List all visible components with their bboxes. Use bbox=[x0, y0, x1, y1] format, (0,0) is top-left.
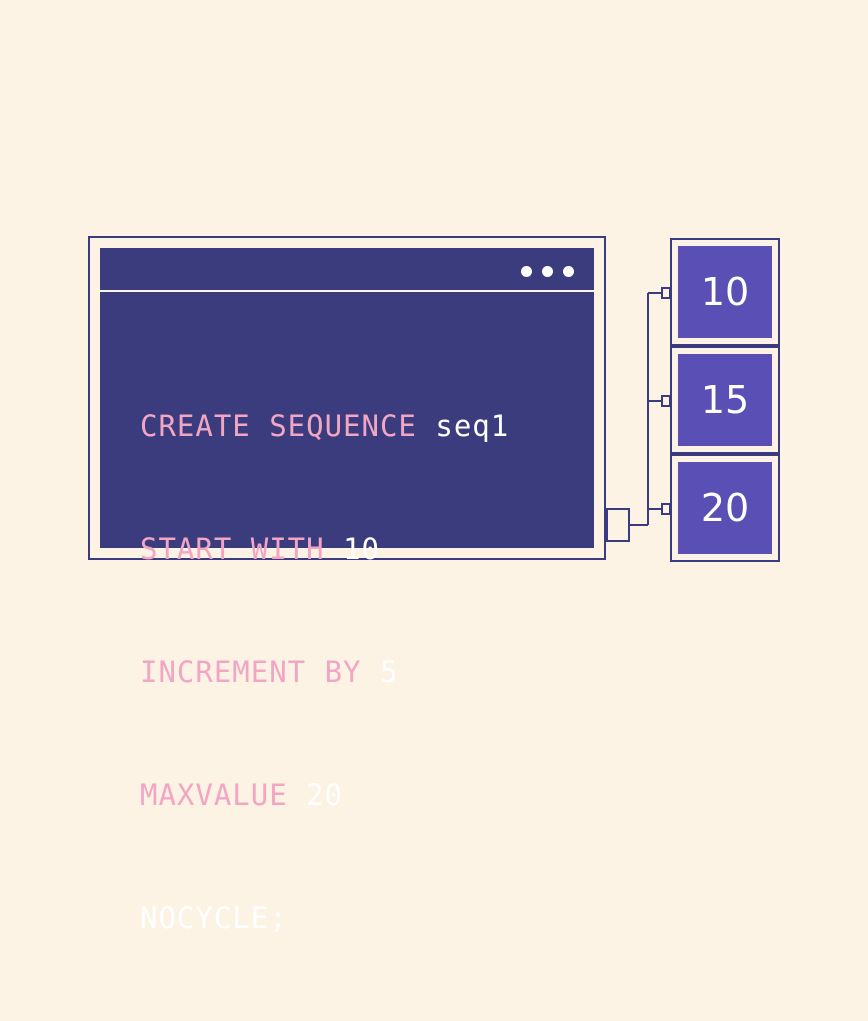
sql-value: seq1 bbox=[416, 409, 510, 443]
box-port-icon bbox=[661, 503, 671, 515]
window-port-icon bbox=[606, 508, 630, 542]
sequence-value: 15 bbox=[678, 354, 772, 446]
sequence-value-box-2: 15 bbox=[670, 346, 780, 454]
sql-keyword: MAXVALUE bbox=[140, 778, 288, 812]
window-menu-dots[interactable] bbox=[521, 266, 574, 277]
dot-icon bbox=[521, 266, 532, 277]
code-window: CREATE SEQUENCE seq1 START WITH 10 INCRE… bbox=[88, 236, 606, 935]
sql-code-block: CREATE SEQUENCE seq1 START WITH 10 INCRE… bbox=[140, 324, 509, 1021]
dot-icon bbox=[542, 266, 553, 277]
code-line-create: CREATE SEQUENCE seq1 bbox=[140, 406, 509, 447]
sequence-value-box-3: 20 bbox=[670, 454, 780, 562]
code-line-increment: INCREMENT BY 5 bbox=[140, 652, 509, 693]
code-line-nocycle: NOCYCLE; bbox=[140, 898, 509, 939]
code-line-maxvalue: MAXVALUE 20 bbox=[140, 775, 509, 816]
sequence-value-box-1: 10 bbox=[670, 238, 780, 346]
sql-value: 5 bbox=[361, 655, 399, 689]
sql-keyword: START WITH bbox=[140, 532, 325, 566]
dot-icon bbox=[563, 266, 574, 277]
sql-value: 10 bbox=[324, 532, 380, 566]
sequence-value: 20 bbox=[678, 462, 772, 554]
sql-value: NOCYCLE; bbox=[140, 901, 288, 935]
sql-keyword: CREATE SEQUENCE bbox=[140, 409, 417, 443]
window-title-bar bbox=[100, 248, 594, 292]
code-line-start: START WITH 10 bbox=[140, 529, 509, 570]
sequence-value: 10 bbox=[678, 246, 772, 338]
code-window-body: CREATE SEQUENCE seq1 START WITH 10 INCRE… bbox=[100, 248, 594, 935]
sql-value: 20 bbox=[287, 778, 344, 812]
box-port-icon bbox=[661, 287, 671, 299]
sql-keyword: INCREMENT BY bbox=[140, 655, 362, 689]
box-port-icon bbox=[661, 395, 671, 407]
